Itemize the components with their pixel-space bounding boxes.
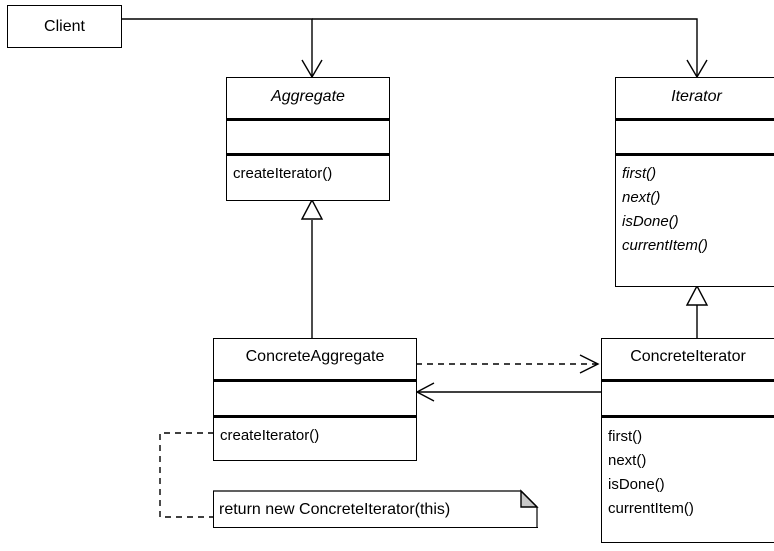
concrete-iterator-name: ConcreteIterator: [630, 348, 746, 365]
concrete-aggregate-operation: createIterator(): [220, 427, 320, 444]
concrete-iterator-generalization-triangle: [685, 284, 709, 306]
concrete-iterator-operation: currentItem(): [608, 500, 694, 517]
client-box: Client: [7, 5, 122, 48]
iterator-operation: currentItem(): [622, 237, 708, 254]
concrete-iterator-name-compartment: ConcreteIterator: [602, 339, 774, 379]
client-label: Client: [44, 17, 85, 35]
association-arrowhead: [415, 382, 435, 402]
concrete-iterator-operation: first(): [608, 428, 643, 445]
iterator-attributes-compartment: [616, 118, 774, 153]
iterator-operation: next(): [622, 189, 661, 206]
note-text: return new ConcreteIterator(this): [219, 501, 451, 518]
concrete-aggregate-operations-compartment: createIterator(): [214, 415, 416, 460]
iterator-operation: isDone(): [622, 213, 679, 230]
concrete-iterator-attributes-compartment: [602, 379, 774, 415]
client-to-iterator-association: [312, 18, 698, 77]
concrete-aggregate-name-compartment: ConcreteAggregate: [214, 339, 416, 379]
concrete-iterator-operation: next(): [608, 452, 647, 469]
aggregate-attributes-compartment: [227, 118, 389, 153]
concrete-aggregate-class: ConcreteAggregate createIterator(): [213, 338, 417, 461]
concrete-aggregate-name: ConcreteAggregate: [245, 348, 385, 365]
iterator-operations-compartment: first() next() isDone() currentItem(): [616, 153, 774, 286]
concrete-iterator-class: ConcreteIterator first() next() isDone()…: [601, 338, 774, 543]
note-box: [213, 491, 538, 528]
aggregate-operations-compartment: createIterator(): [227, 153, 389, 200]
iterator-name-compartment: Iterator: [616, 78, 774, 118]
iterator-operation: first(): [622, 165, 657, 182]
concrete-iterator-operation: isDone(): [608, 476, 665, 493]
iterator-class: Iterator first() next() isDone() current…: [615, 77, 774, 287]
concrete-aggregate-generalization-triangle: [300, 198, 324, 220]
iterator-name: Iterator: [671, 88, 722, 105]
aggregate-name-compartment: Aggregate: [227, 78, 389, 118]
aggregate-name: Aggregate: [271, 88, 345, 105]
aggregate-operation: createIterator(): [233, 165, 333, 182]
dependency-arrowhead: [579, 354, 600, 374]
concrete-iterator-operations-compartment: first() next() isDone() currentItem(): [602, 415, 774, 542]
note-connector: [159, 432, 214, 518]
concrete-aggregate-attributes-compartment: [214, 379, 416, 415]
aggregate-class: Aggregate createIterator(): [226, 77, 390, 201]
